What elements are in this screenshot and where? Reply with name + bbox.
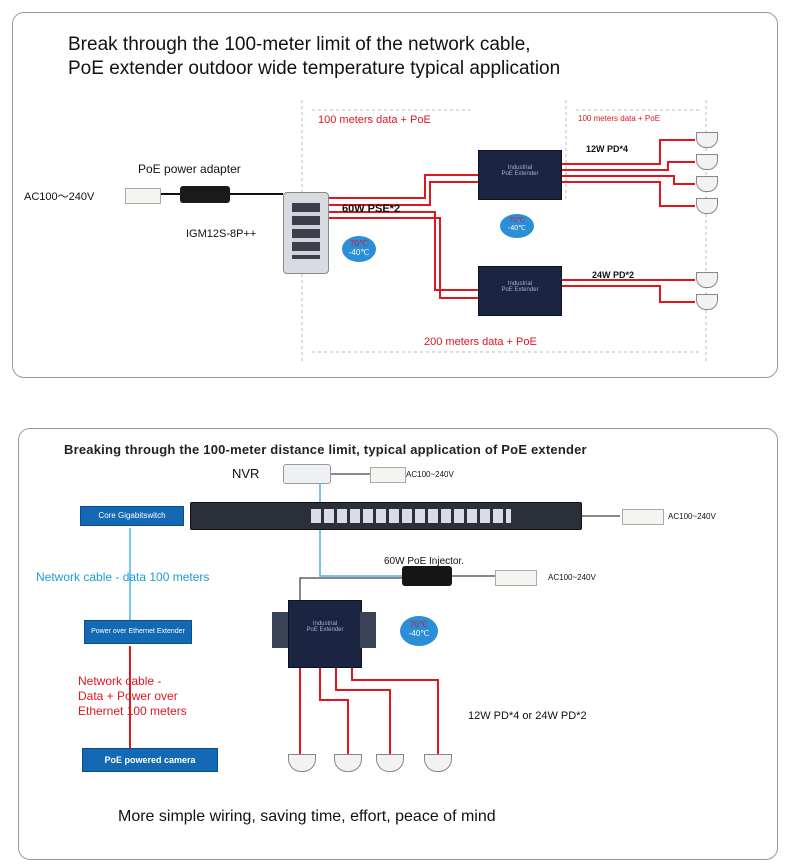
power-adapter-label: PoE power adapter — [138, 162, 241, 176]
extender-line1: Industrial — [507, 165, 533, 171]
poe-extender-device: Industrial PoE Extender — [288, 600, 362, 668]
camera-icon — [696, 198, 718, 214]
temp-badge-panel2: 70℃ -40℃ — [400, 616, 438, 646]
injector-label: 60W PoE Injector. — [384, 556, 465, 567]
camera-icon — [696, 132, 718, 148]
industrial-switch-icon — [283, 192, 329, 274]
power-socket-icon — [622, 509, 664, 525]
dist-top-right: 100 meters data + PoE — [578, 114, 661, 123]
core-switch-box: Core Gigabitswitch — [80, 506, 184, 526]
pd-top-label: 12W PD*4 — [586, 144, 629, 154]
temp-cold: -40℃ — [348, 248, 370, 257]
poe-injector-icon — [402, 566, 452, 586]
pd-label: 12W PD*4 or 24W PD*2 — [468, 710, 587, 722]
power-adapter-icon — [180, 186, 230, 203]
ac-label: AC100～240V — [24, 191, 95, 203]
poe-extender-bottom: Industrial PoE Extender — [478, 266, 562, 316]
red-label-line1: Network cable - — [78, 674, 162, 688]
ac-nvr: AC100~240V — [406, 470, 454, 479]
ac-switch: AC100~240V — [668, 512, 716, 521]
power-socket-icon — [495, 570, 537, 586]
mount-bracket-icon — [272, 612, 288, 648]
panel1-title-line1: Break through the 100-meter limit of the… — [68, 34, 531, 55]
nvr-label: NVR — [232, 466, 260, 481]
extender2-line1: Industrial — [312, 621, 338, 627]
camera-box: PoE powered camera — [82, 748, 218, 772]
temp-cold-top: -40℃ — [508, 225, 526, 232]
temp-hot: 70℃ — [350, 239, 368, 248]
panel2-title: Breaking through the 100-meter distance … — [64, 442, 587, 457]
footer-text: More simple wiring, saving time, effort,… — [118, 808, 496, 825]
extender2-line2: PoE Extender — [306, 627, 344, 633]
dist-bottom: 200 meters data + PoE — [424, 336, 537, 348]
dist-top-left: 100 meters data + PoE — [318, 114, 431, 126]
poe-extender-top: Industrial PoE Extender — [478, 150, 562, 200]
power-socket-icon — [125, 188, 161, 204]
camera-icon — [696, 272, 718, 288]
network-cable-label: Network cable - data 100 meters — [36, 570, 210, 584]
pse-label: 60W PSE*2 — [342, 203, 401, 215]
temp-cold-2: -40℃ — [408, 629, 430, 638]
red-label-line3: Ethernet 100 meters — [78, 704, 187, 718]
power-socket-icon — [370, 467, 406, 483]
temp-badge-top: 70℃ -40℃ — [500, 214, 534, 238]
extender-b-line2: PoE Extender — [501, 287, 539, 293]
red-label-line2: Data + Power over — [78, 689, 178, 703]
camera-icon — [696, 176, 718, 192]
ac-injector: AC100~240V — [548, 573, 596, 582]
camera-icon — [696, 294, 718, 310]
extender-box: Power over Ethernet Extender — [84, 620, 192, 644]
switch-model-label: IGM12S-8P++ — [186, 228, 257, 240]
nvr-icon — [283, 464, 331, 484]
temp-hot-2: 70℃ — [410, 620, 428, 629]
temp-hot-top: 70℃ — [509, 217, 525, 224]
extender-b-line1: Industrial — [507, 281, 533, 287]
panel-typical-application — [18, 428, 778, 860]
extender-line2: PoE Extender — [501, 171, 539, 177]
temp-badge-switch: 70℃ -40℃ — [342, 236, 376, 262]
camera-icon — [696, 154, 718, 170]
panel1-title-line2: PoE extender outdoor wide temperature ty… — [68, 58, 561, 79]
core-switch-icon — [190, 502, 582, 530]
pd-bottom-label: 24W PD*2 — [592, 270, 635, 280]
mount-bracket-icon — [360, 612, 376, 648]
